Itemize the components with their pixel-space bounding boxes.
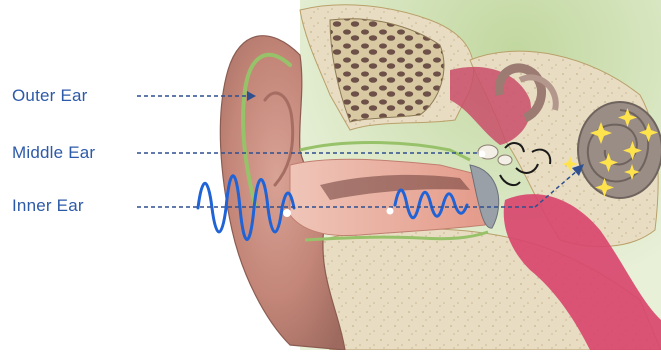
canal-marker-dot bbox=[283, 209, 291, 217]
cochlea bbox=[578, 102, 661, 198]
label-middle-ear: Middle Ear bbox=[12, 143, 95, 163]
label-outer-ear: Outer Ear bbox=[12, 86, 88, 106]
canal-marker-dot bbox=[387, 208, 394, 215]
label-inner-ear: Inner Ear bbox=[12, 196, 84, 216]
ossicle-incus bbox=[498, 155, 512, 165]
middle-ear-marker-dot bbox=[479, 151, 486, 158]
ear-canal bbox=[290, 159, 485, 235]
